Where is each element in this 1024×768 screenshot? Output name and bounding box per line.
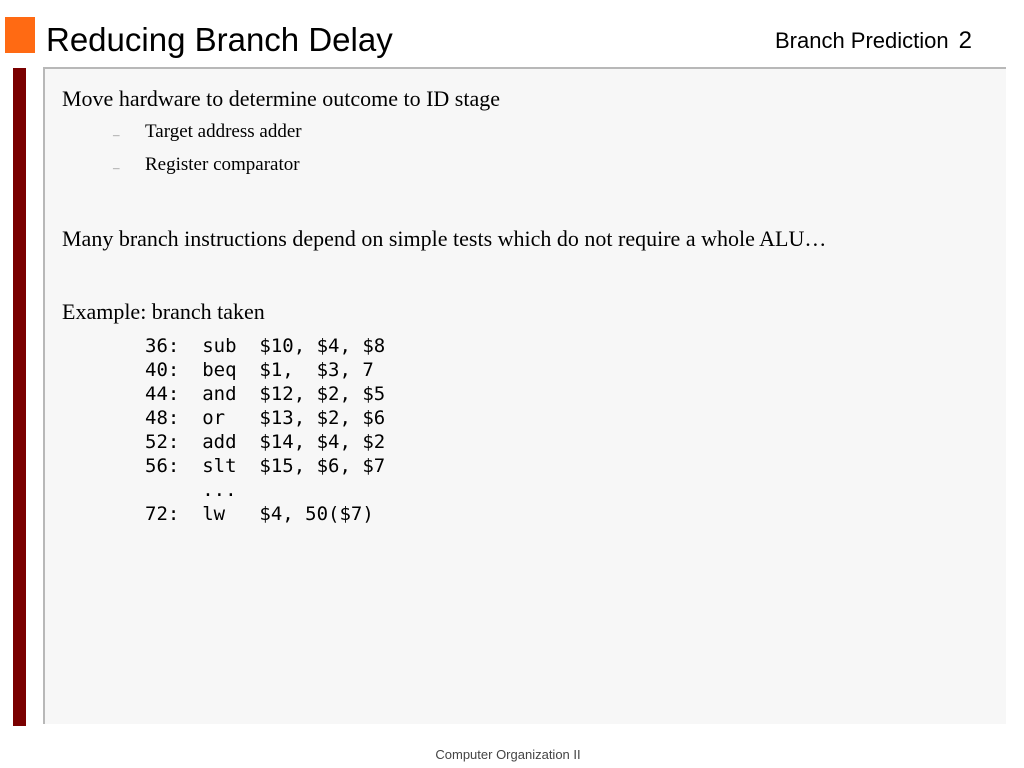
slide-topic: Branch Prediction <box>774 28 949 53</box>
bullet-point-3: Example: branch taken <box>62 299 265 324</box>
code-line: ... <box>145 479 237 501</box>
code-line: 72: lw $4, 50($7) <box>145 503 374 525</box>
bullet-point-1: Move hardware to determine outcome to ID… <box>62 86 501 111</box>
sub-bullet-dash: – <box>113 127 120 142</box>
sub-bullet-dash: – <box>113 160 120 175</box>
page-number: 2 <box>958 27 972 54</box>
content-panel <box>43 69 1006 724</box>
orange-accent-square <box>5 17 35 53</box>
code-listing: 36: sub $10, $4, $8 40: beq $1, $3, 7 44… <box>145 334 385 526</box>
slide-footer: Computer Organization II <box>435 747 581 762</box>
bullet-point-2: Many branch instructions depend on simpl… <box>62 226 827 251</box>
code-line: 44: and $12, $2, $5 <box>145 383 386 405</box>
slide-title: Reducing Branch Delay <box>46 21 393 58</box>
left-accent-bar <box>13 68 26 726</box>
sub-bullet-1: Target address adder <box>145 121 302 142</box>
sub-bullet-2: Register comparator <box>145 154 300 175</box>
code-line: 48: or $13, $2, $6 <box>145 407 386 429</box>
slide-header-right: Branch Prediction 2 <box>775 26 972 59</box>
code-line: 56: slt $15, $6, $7 <box>145 455 386 477</box>
header-divider <box>43 67 1006 69</box>
code-line: 40: beq $1, $3, 7 <box>145 359 374 381</box>
code-line: 52: add $14, $4, $2 <box>145 431 386 453</box>
code-line: 36: sub $10, $4, $8 <box>145 335 386 357</box>
